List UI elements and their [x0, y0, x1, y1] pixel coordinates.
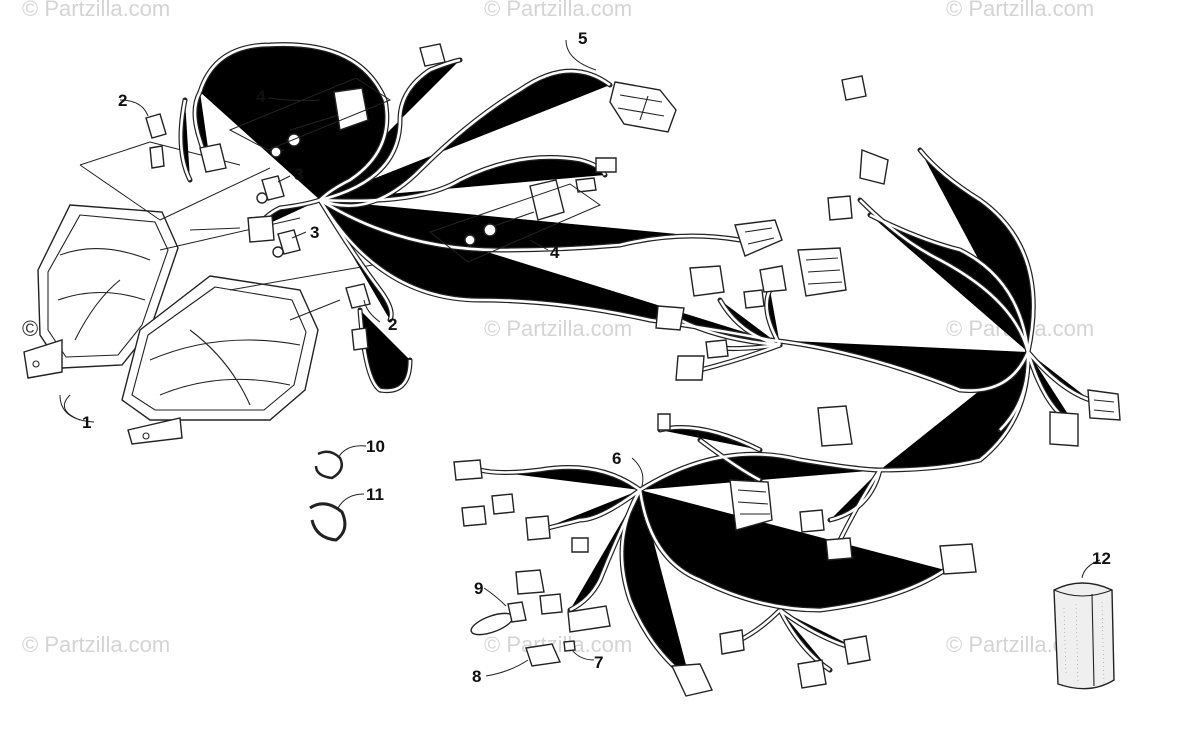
callout-2-upper: 2: [118, 91, 127, 110]
clamp-10: [314, 450, 343, 480]
connectors: [145, 43, 1121, 697]
callout-10: 10: [366, 437, 385, 456]
callout-3-lower: 3: [310, 223, 319, 242]
callout-11: 11: [366, 485, 384, 504]
callout-9: 9: [474, 579, 483, 598]
headlight-right: [121, 275, 319, 445]
watermark-bottom-center: © Partzilla.com: [484, 632, 633, 657]
sleeve-12: [1053, 582, 1115, 690]
watermark-top-center: © Partzilla.com: [484, 0, 633, 21]
watermark-top-left: © Partzilla.com: [22, 0, 171, 21]
main-harness: [181, 44, 1090, 680]
callout-5: 5: [578, 29, 587, 48]
callout-1: 1: [82, 413, 91, 432]
clamp-11: [309, 502, 347, 542]
callout-8: 8: [472, 667, 481, 686]
adjuster-box-lower: [428, 183, 602, 263]
watermark-top-right: © Partzilla.com: [946, 0, 1095, 21]
callout-4-upper: 4: [256, 87, 266, 106]
callout-7: 7: [594, 653, 603, 672]
watermark-mid-center: © Partzilla.com: [484, 316, 633, 341]
callout-12: 12: [1092, 549, 1111, 568]
callout-2-lower: 2: [388, 315, 397, 334]
adjuster-box-upper: [228, 77, 392, 151]
callout-3-upper: 3: [294, 165, 303, 184]
watermark-bottom-left: © Partzilla.com: [22, 632, 171, 657]
callout-6: 6: [612, 449, 621, 468]
callout-4-lower: 4: [550, 243, 560, 262]
